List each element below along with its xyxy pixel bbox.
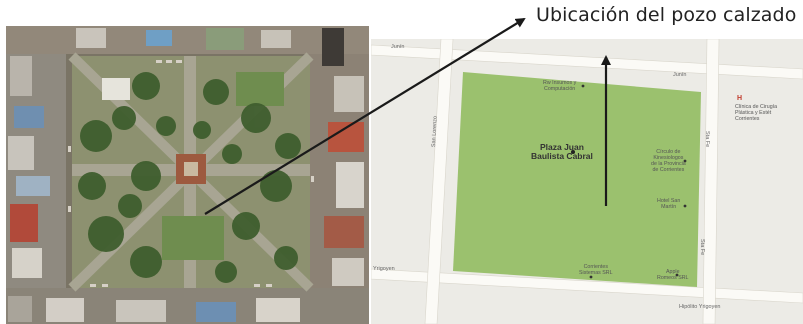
street-junin: Junín (673, 72, 687, 78)
map-base (371, 39, 803, 324)
street-hipolito-yrigoyen: Hipólito Yrigoyen (679, 304, 721, 310)
street-junin-top: Junín (391, 44, 405, 50)
satellite-image (6, 26, 369, 324)
well-location-caption: Ubicación del pozo calzado (536, 4, 797, 26)
street-yrigoyen: Yrigoyen (373, 266, 395, 272)
street-sta-fe-top: Sta Fe (704, 131, 710, 148)
hospital-icon: H (737, 95, 743, 102)
plaza-area (453, 72, 701, 287)
satellite-aerial-view (6, 26, 369, 324)
street-map: Junín Junín San Lorenzo Sta Fe Sta Fe Yr… (371, 39, 803, 324)
street-sta-fe: Sta Fe (699, 239, 705, 256)
plaza-name-label: Plaza Juan Baulista Cabral (531, 142, 593, 161)
